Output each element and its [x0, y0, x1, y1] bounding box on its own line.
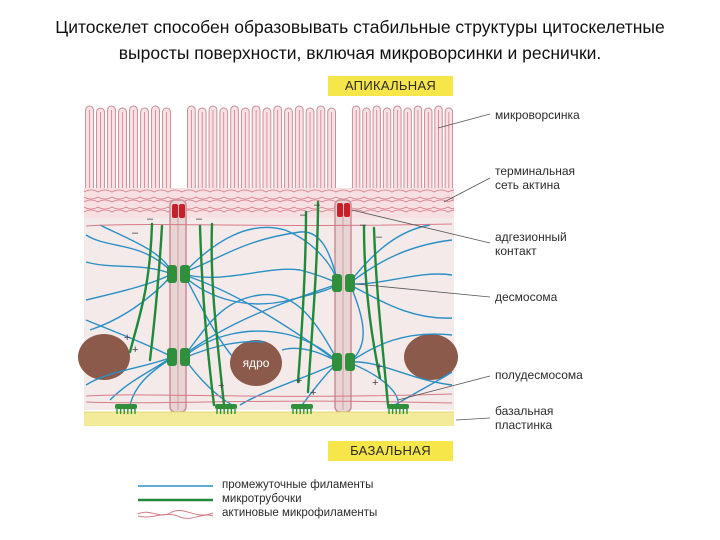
microvillus — [445, 108, 452, 196]
microvillus — [285, 108, 293, 196]
microvillus — [404, 108, 411, 196]
microvilli — [86, 106, 453, 196]
microvillus — [86, 106, 94, 196]
minus-sign: – — [147, 213, 154, 225]
microvillus — [97, 108, 105, 196]
microvillus — [130, 106, 138, 196]
microvillus — [119, 108, 127, 196]
minus-sign: – — [376, 231, 383, 243]
microvillus — [328, 108, 336, 196]
microvillus — [394, 106, 401, 196]
microvillus — [435, 106, 442, 196]
microvillus — [317, 106, 325, 196]
microvillus — [108, 106, 116, 196]
microvillus — [352, 106, 359, 196]
plus-sign: + — [218, 380, 224, 392]
nucleus-left — [78, 334, 130, 380]
microvillus — [163, 108, 171, 196]
plus-sign: + — [296, 375, 302, 387]
legend-intermediate-label: промежуточные филаменты — [222, 479, 373, 491]
minus-sign: – — [300, 209, 307, 221]
microvillus — [241, 108, 249, 196]
label-adhesion-1: адгезионный — [495, 230, 567, 244]
label-terminal-web-2: сеть актина — [495, 178, 560, 192]
plus-sign: + — [310, 387, 316, 399]
microvillus — [383, 108, 390, 196]
terminal-web-band — [84, 188, 454, 218]
nucleus-label: ядро — [243, 356, 270, 370]
basal-lamina — [84, 412, 454, 426]
basal-label: БАЗАЛЬНАЯ — [328, 441, 453, 461]
label-terminal-web-1: терминальная — [495, 164, 575, 178]
microvillus — [425, 108, 432, 196]
microvillus — [414, 106, 421, 196]
microvillus — [263, 108, 271, 196]
label-adhesion-2: контакт — [495, 244, 537, 258]
minus-sign: – — [196, 213, 203, 225]
legend-swatch-actin — [138, 510, 213, 515]
microvillus — [363, 108, 370, 196]
microvillus — [198, 108, 206, 196]
microvillus — [209, 106, 217, 196]
microvillus — [152, 106, 160, 196]
microvillus — [373, 106, 380, 196]
minus-sign: – — [132, 227, 139, 239]
legend-microtubules-label: микротрубочки — [222, 493, 302, 505]
label-microvillus: микроворсинка — [495, 108, 580, 122]
plus-sign: + — [124, 332, 130, 344]
microvillus — [295, 106, 303, 196]
minus-sign: – — [314, 199, 321, 211]
minus-sign: – — [360, 219, 367, 231]
label-basal-lamina-2: пластинка — [495, 418, 552, 432]
apical-label: АПИКАЛЬНАЯ — [328, 76, 453, 96]
plus-sign: + — [372, 377, 378, 389]
legend-actin-label: актиновые микрофиламенты — [222, 507, 377, 519]
microvillus — [252, 106, 260, 196]
label-basal-lamina-1: базальная — [495, 404, 553, 418]
microvillus — [141, 108, 149, 196]
microvillus — [188, 106, 196, 196]
legend-swatches — [138, 486, 213, 518]
plus-sign: + — [132, 344, 138, 356]
microvillus — [274, 106, 282, 196]
microvillus — [231, 106, 239, 196]
plus-sign: + — [376, 361, 382, 373]
label-hemidesmosome: полудесмосома — [495, 368, 583, 382]
label-desmosome: десмосома — [495, 290, 557, 304]
microvillus — [306, 108, 314, 196]
microvillus — [220, 108, 228, 196]
